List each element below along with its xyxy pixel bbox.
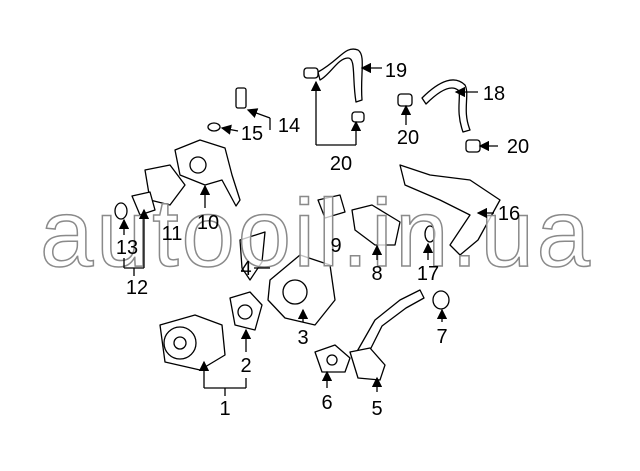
callout-17: 17	[417, 263, 439, 285]
callout-15: 15	[241, 123, 263, 145]
callout-14: 14	[278, 115, 300, 137]
callout-9: 9	[330, 235, 341, 257]
leader-lines	[118, 62, 498, 396]
gasket-2	[229, 291, 263, 331]
hose-18	[397, 79, 481, 153]
thermostat-13	[114, 191, 156, 220]
callout-20: 20	[507, 136, 529, 158]
callout-18: 18	[483, 83, 505, 105]
callout-8: 8	[371, 263, 382, 285]
hose-19	[303, 48, 365, 123]
water-pump-1	[159, 314, 226, 371]
callout-4: 4	[240, 258, 251, 280]
callout-13: 13	[116, 237, 138, 259]
gasket-4	[239, 231, 266, 281]
callout-20: 20	[397, 127, 419, 149]
callout-12: 12	[126, 277, 148, 299]
sensor-14	[207, 87, 247, 132]
callout-1: 1	[219, 398, 230, 420]
pipe-5	[349, 289, 425, 381]
callout-11: 11	[162, 223, 183, 245]
callout-20: 20	[330, 153, 352, 175]
callout-16: 16	[498, 203, 520, 225]
oring-17	[424, 225, 436, 243]
callout-7: 7	[436, 326, 447, 348]
gasket-6	[314, 344, 351, 373]
fitting-8	[351, 204, 401, 246]
callout-3: 3	[297, 327, 308, 349]
housing-3	[267, 254, 336, 326]
callout-2: 2	[240, 355, 251, 377]
oring-7	[432, 290, 450, 310]
callout-5: 5	[371, 398, 382, 420]
pipe-16	[399, 164, 501, 256]
callout-6: 6	[321, 392, 332, 414]
outlet-10	[174, 139, 241, 207]
callout-19: 19	[385, 60, 407, 82]
callout-10: 10	[197, 212, 219, 234]
sensor-9	[317, 194, 346, 219]
